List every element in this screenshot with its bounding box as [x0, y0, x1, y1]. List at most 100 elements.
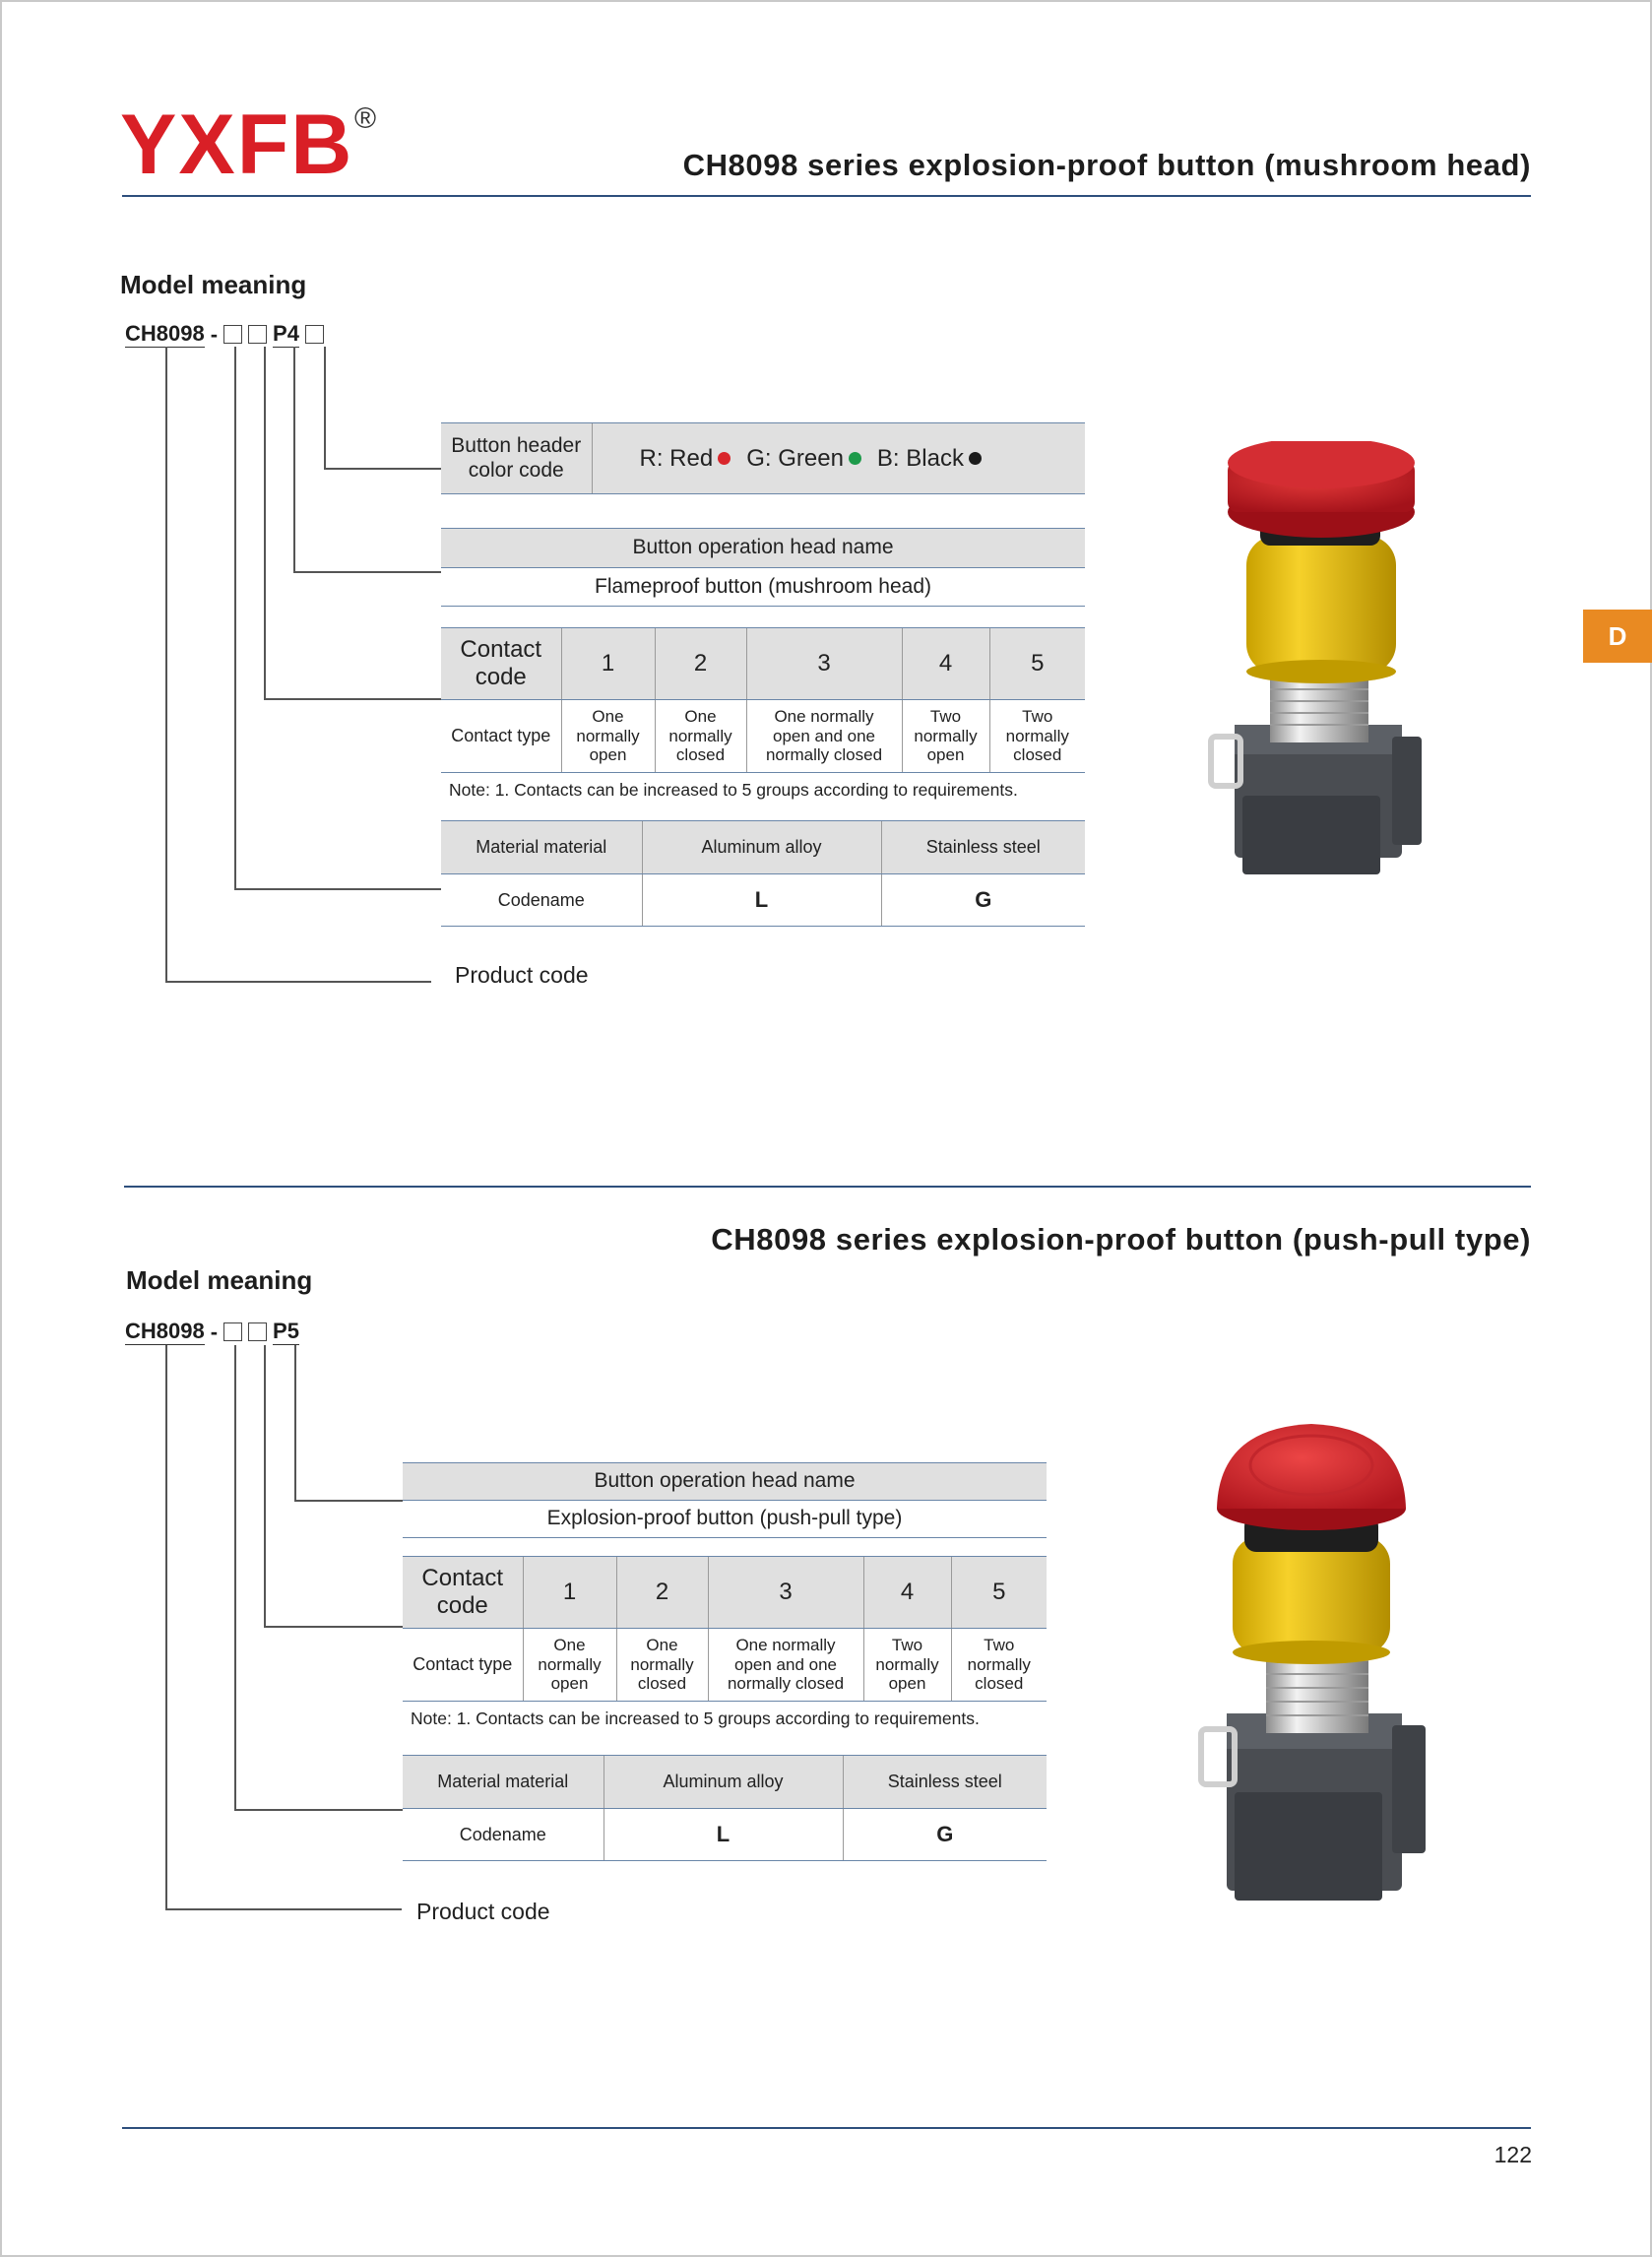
header-rule	[122, 195, 1531, 197]
contact-code-2-2: 2	[615, 1556, 708, 1629]
contact-table-2: Contact code 1 2 3 4 5 Contact type One …	[403, 1556, 1047, 1702]
leader-color	[324, 347, 326, 469]
mushroom-head-button-image	[1208, 441, 1422, 874]
material-aluminum: Aluminum alloy	[641, 820, 881, 874]
material-label-2: Material material	[403, 1755, 604, 1809]
leader-contact-2-h	[264, 1626, 403, 1628]
codename-stainless-2: G	[842, 1808, 1047, 1861]
operation-head-value: Flameproof button (mushroom head)	[441, 567, 1085, 607]
contact-type-5: Two normally closed	[988, 699, 1085, 773]
leader-product-code-2	[165, 1345, 167, 1909]
leader-material-2-h	[234, 1809, 403, 1811]
leader-product-code-2-h	[165, 1908, 402, 1910]
color-table-header: Button header color code	[441, 422, 592, 494]
contact-code-3: 3	[745, 627, 902, 700]
leader-material	[234, 347, 236, 889]
contact-type-2-1: One normally open	[522, 1628, 616, 1702]
model-slot-color	[304, 325, 324, 344]
leader-material-h	[234, 888, 441, 890]
model-prefix-2: CH8098	[125, 1319, 205, 1345]
codename-stainless: G	[880, 873, 1085, 927]
leader-operation-2	[294, 1345, 296, 1501]
model-meaning-heading: Model meaning	[120, 270, 307, 299]
contact-code-1: 1	[560, 627, 655, 700]
leader-material-2	[234, 1345, 236, 1810]
material-table-2: Material material Aluminum alloy Stainle…	[403, 1755, 1047, 1861]
material-aluminum-2: Aluminum alloy	[603, 1755, 843, 1809]
contact-code-2-1: 1	[522, 1556, 616, 1629]
brand-logo: YXFB	[120, 97, 354, 192]
leader-operation-h	[293, 571, 441, 573]
contact-type-2: One normally closed	[654, 699, 746, 773]
leader-contact-h	[264, 698, 441, 700]
operation-head-header: Button operation head name	[441, 528, 1085, 568]
contact-note-2: Note: 1. Contacts can be increased to 5 …	[411, 1709, 980, 1728]
contact-type-label: Contact type	[441, 699, 561, 773]
model-fixed: P4	[273, 321, 299, 348]
push-pull-button-image	[1198, 1424, 1426, 1901]
contact-type-2-3: One normally open and one normally close…	[707, 1628, 863, 1702]
contact-code-4: 4	[901, 627, 989, 700]
leader-contact-2	[264, 1345, 266, 1627]
operation-head-value-2: Explosion-proof button (push-pull type)	[403, 1500, 1047, 1538]
model-slot-material-2	[223, 1322, 243, 1341]
codename-label: Codename	[441, 873, 642, 927]
contact-type-4: Two normally open	[901, 699, 989, 773]
model-slot-contact-2	[248, 1322, 268, 1341]
color-green-label: G: Green	[746, 444, 844, 472]
black-dot-icon	[968, 451, 982, 465]
codename-label-2: Codename	[403, 1808, 604, 1861]
contact-table: Contact code 1 2 3 4 5 Contact type One …	[441, 627, 1085, 773]
contact-type-label-2: Contact type	[403, 1628, 523, 1702]
model-code-2: CH8098 - P5	[125, 1319, 299, 1345]
color-code-table: Button header color code R: Red G: Green B…	[441, 422, 1085, 494]
leader-contact	[264, 347, 266, 699]
operation-head-table-2: Button operation head name Explosion-pro…	[403, 1462, 1047, 1538]
leader-operation-2-h	[294, 1500, 403, 1502]
model-prefix: CH8098	[125, 321, 205, 348]
material-label: Material material	[441, 820, 642, 874]
green-dot-icon	[848, 451, 861, 465]
model-meaning-heading-2: Model meaning	[126, 1265, 313, 1295]
model-fixed-2: P5	[273, 1319, 299, 1345]
contact-code-label-2: Contact code	[403, 1556, 523, 1629]
contact-type-2-2: One normally closed	[615, 1628, 708, 1702]
product-code-label: Product code	[455, 962, 589, 988]
contact-type-2-5: Two normally closed	[950, 1628, 1047, 1702]
contact-type-3: One normally open and one normally close…	[745, 699, 902, 773]
contact-code-2-3: 3	[707, 1556, 863, 1629]
contact-code-2-5: 5	[950, 1556, 1047, 1629]
leader-operation	[293, 347, 295, 572]
codename-aluminum: L	[641, 873, 881, 927]
section-title-push-pull: CH8098 series explosion-proof button (pu…	[711, 1222, 1531, 1257]
model-dash-2: -	[210, 1319, 219, 1344]
contact-note: Note: 1. Contacts can be increased to 5 …	[449, 780, 1018, 800]
codename-aluminum-2: L	[603, 1808, 843, 1861]
contact-type-1: One normally open	[560, 699, 655, 773]
contact-code-5: 5	[988, 627, 1085, 700]
model-code: CH8098 - P4	[125, 321, 324, 348]
model-slot-contact	[248, 325, 268, 344]
contact-type-2-4: Two normally open	[862, 1628, 951, 1702]
color-black-label: B: Black	[876, 444, 964, 472]
color-red-label: R: Red	[639, 444, 714, 472]
page-number: 122	[1493, 2142, 1532, 2167]
section-divider-rule	[124, 1186, 1531, 1188]
product-code-label-2: Product code	[416, 1899, 550, 1924]
leader-product-code	[165, 347, 167, 982]
contact-code-2-4: 4	[862, 1556, 951, 1629]
material-stainless-2: Stainless steel	[842, 1755, 1047, 1809]
section-tab-d: D	[1583, 610, 1652, 663]
red-dot-icon	[718, 451, 731, 465]
leader-product-code-h	[165, 981, 431, 983]
footer-rule	[122, 2127, 1531, 2129]
contact-code-label: Contact code	[441, 627, 561, 700]
operation-head-table: Button operation head name Flameproof bu…	[441, 528, 1085, 607]
registered-mark: ®	[354, 102, 377, 135]
contact-code-2: 2	[654, 627, 746, 700]
color-options: R: Red G: Green B: Black	[591, 422, 1085, 494]
section-title-mushroom: CH8098 series explosion-proof button (mu…	[682, 148, 1531, 182]
leader-color-h	[324, 468, 441, 470]
material-stainless: Stainless steel	[880, 820, 1085, 874]
model-slot-material	[223, 325, 243, 344]
